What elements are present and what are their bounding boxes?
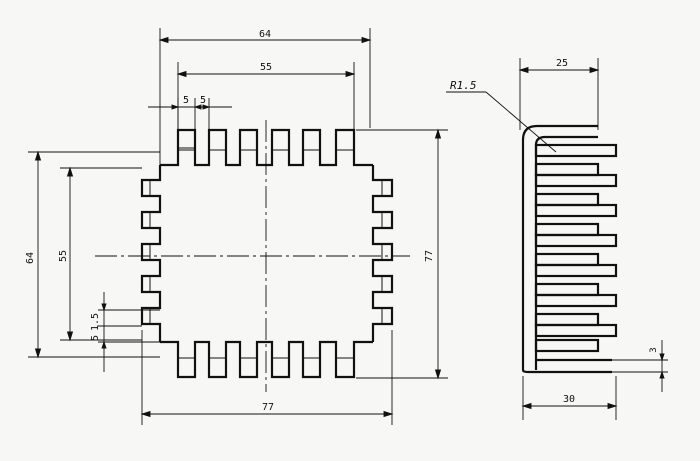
- dim-pitch-5-label-a: 5: [183, 95, 189, 106]
- dim-right-77-label: 77: [424, 250, 435, 262]
- top-fins: [160, 128, 373, 167]
- radius-leader: [446, 91, 557, 153]
- dim-left-64: [28, 150, 160, 359]
- dim-left-55-label: 55: [58, 250, 69, 262]
- dim-left-small-label-b: 1.5: [90, 313, 101, 331]
- right-fins: [371, 165, 394, 342]
- dim-top-55-label: 55: [260, 62, 272, 73]
- dim-right-77: [356, 128, 448, 380]
- side-fins: [534, 143, 618, 353]
- dim-top-64-label: 64: [259, 29, 271, 40]
- dim-side-25-label: 25: [556, 58, 568, 69]
- left-fins: [140, 165, 162, 342]
- dim-side-25: [518, 58, 600, 130]
- dim-bottom-77: [140, 330, 394, 425]
- dim-left-small: [98, 292, 160, 372]
- dim-side-3-label: 3: [649, 347, 659, 352]
- dim-top-64: [158, 28, 372, 165]
- dim-pitch-5-label-b: 5: [200, 95, 206, 106]
- dim-left-small-label-a: 5: [90, 335, 101, 341]
- bottom-fins: [160, 340, 373, 379]
- radius-label: R1.5: [450, 79, 477, 92]
- dim-pitch-5-5: [148, 98, 232, 130]
- side-view: 25 R1.5 3 30: [446, 58, 668, 420]
- dim-bottom-77-label: 77: [262, 402, 274, 413]
- front-view: 64 55 5 5 64: [25, 28, 448, 425]
- dim-left-64-label: 64: [25, 252, 36, 264]
- dim-side-30-label: 30: [563, 394, 575, 405]
- dim-side-3: [612, 340, 668, 392]
- dim-left-55: [60, 166, 142, 342]
- dim-side-30: [521, 376, 618, 420]
- base-plate-outline: [521, 124, 612, 374]
